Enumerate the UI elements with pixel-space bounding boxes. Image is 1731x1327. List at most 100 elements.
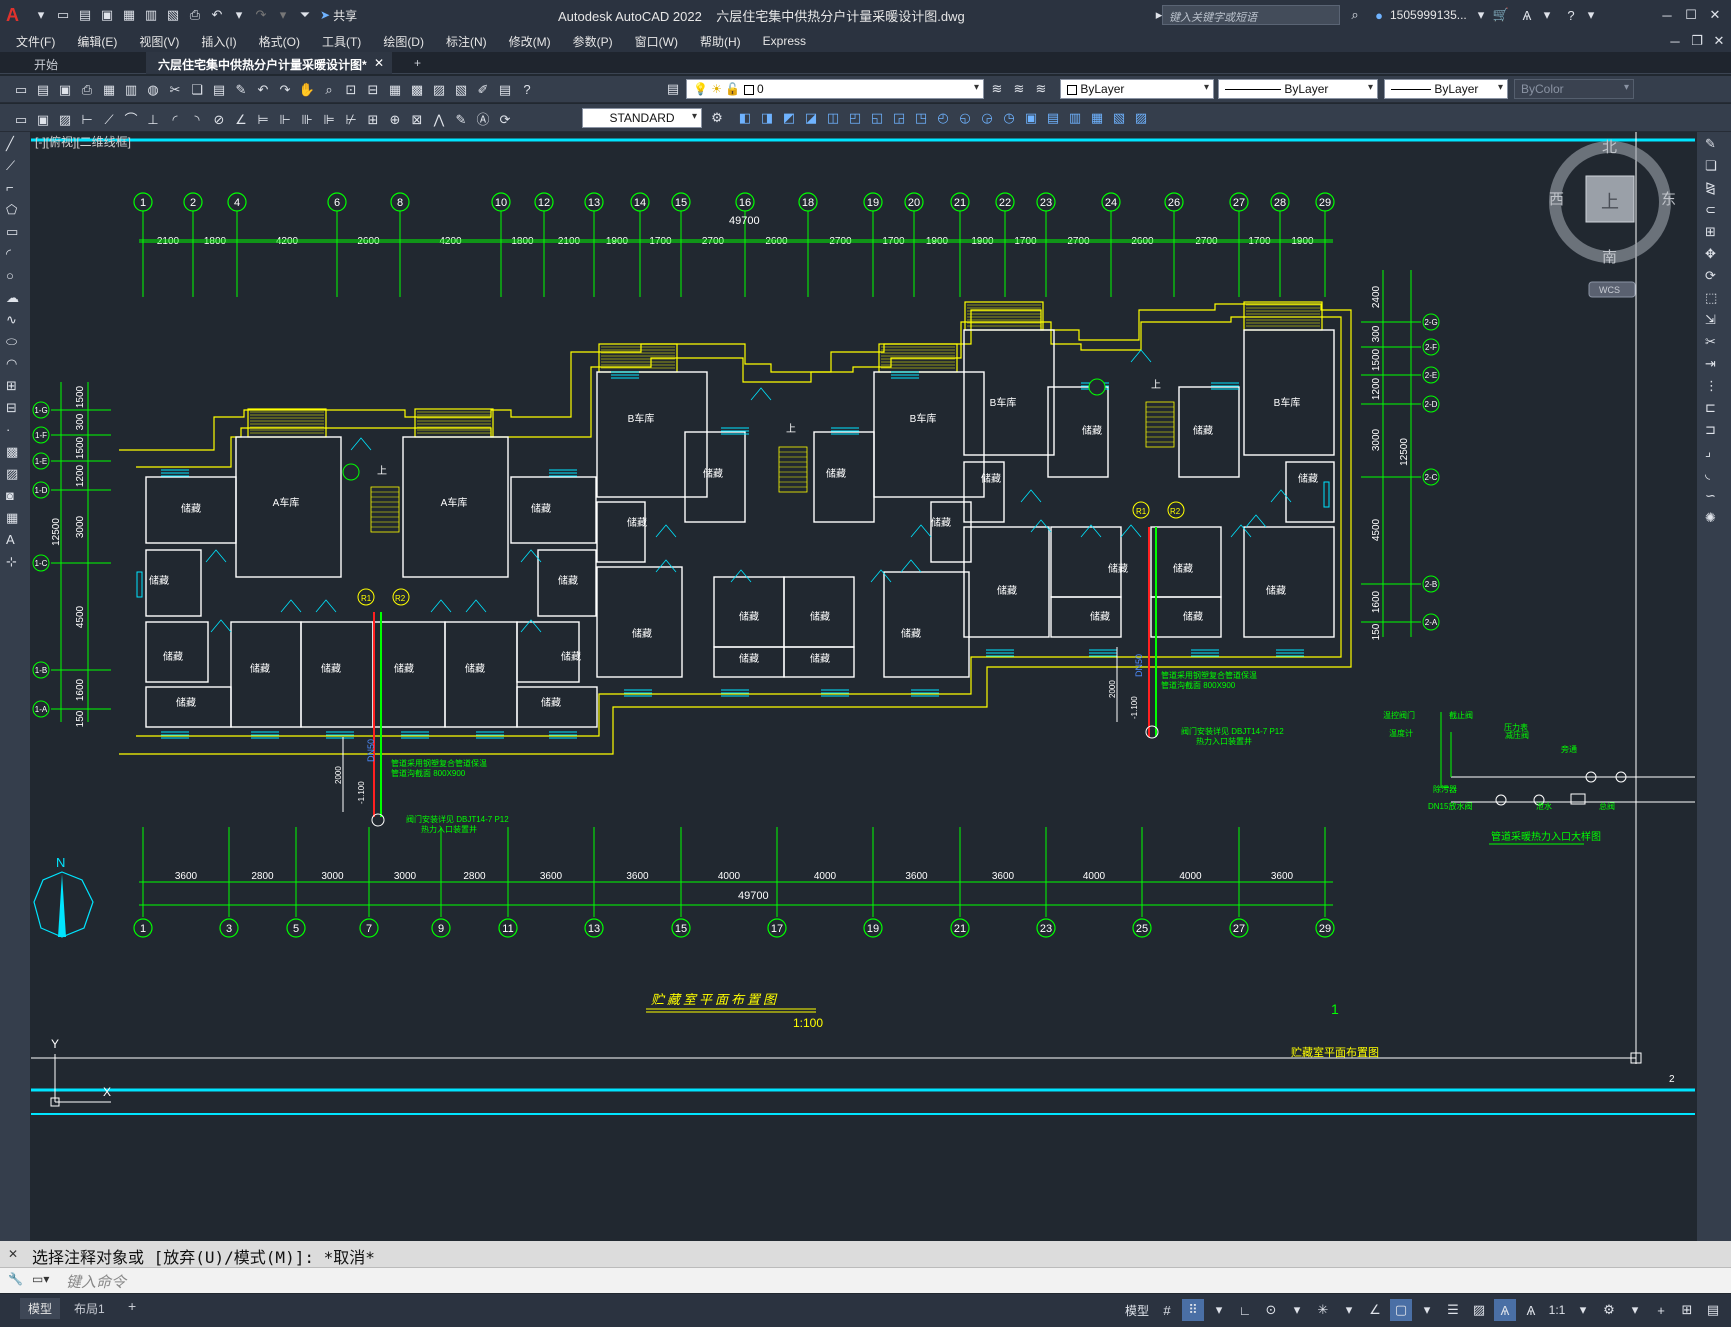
workspace-dropdown-icon[interactable]: ▾ (1631, 1302, 1639, 1317)
open-file-icon[interactable]: ▤ (36, 81, 50, 97)
viewcube-face[interactable] (1585, 175, 1635, 223)
modify-e-icon[interactable]: ◫ (826, 110, 840, 125)
snap-icon[interactable]: ⠿ (1182, 1299, 1204, 1321)
extend-icon[interactable]: ⇥ (1705, 356, 1716, 371)
inspect-icon[interactable]: ⊠ (411, 111, 423, 127)
command-input[interactable]: 键入命令 (66, 1271, 1666, 1291)
cart-icon[interactable]: 🛒 (1492, 7, 1510, 22)
lineweight-icon[interactable]: ☰ (1447, 1302, 1459, 1317)
plus-icon[interactable]: + (1657, 1302, 1665, 1318)
polar-icon[interactable]: ⊙ (1265, 1302, 1277, 1317)
circle-icon[interactable]: ○ (6, 268, 14, 283)
wrench-icon[interactable]: 🔧 (8, 1272, 23, 1286)
menu-draw[interactable]: 绘图(D) (383, 34, 424, 49)
matchprop-icon[interactable]: ✎ (235, 81, 247, 97)
sheetset-icon[interactable]: ▧ (454, 81, 468, 97)
ellipse-arc-icon[interactable]: ◠ (6, 356, 18, 371)
isodraft-dropdown-icon[interactable]: ▾ (1345, 1302, 1353, 1317)
dim-radius-icon[interactable]: ◜ (172, 111, 178, 127)
modify-a-icon[interactable]: ◧ (738, 110, 752, 125)
dim-linear-icon[interactable]: ⊢ (81, 111, 93, 127)
modify-f-icon[interactable]: ◰ (848, 110, 862, 125)
minimize-icon[interactable]: ─ (1662, 7, 1672, 23)
modify-m-icon[interactable]: ◷ (1003, 110, 1015, 125)
dimstyle-dropdown[interactable]: STANDARD ▾ (582, 108, 702, 128)
tb2-c-icon[interactable]: ▨ (58, 111, 72, 127)
command-close-icon[interactable]: ✕ (8, 1247, 19, 1261)
saveas-icon[interactable]: ▦ (122, 7, 136, 22)
modify-q-icon[interactable]: ▦ (1090, 110, 1104, 125)
menu-express[interactable]: Express (762, 34, 807, 48)
menu-dimension[interactable]: 标注(N) (445, 34, 487, 49)
save-file-icon[interactable]: ▣ (58, 81, 72, 97)
preview-icon[interactable]: ▦ (102, 81, 116, 97)
region-icon[interactable]: ◙ (6, 488, 14, 503)
designcenter-icon[interactable]: ▩ (410, 81, 424, 97)
calc-icon[interactable]: ▤ (498, 81, 512, 97)
modify-r-icon[interactable]: ▧ (1112, 110, 1126, 125)
viewcube-east[interactable]: 东 (1661, 191, 1676, 208)
make-block-icon[interactable]: ⊟ (6, 400, 17, 415)
undo-icon[interactable]: ↶ (211, 7, 223, 22)
print-icon[interactable]: ⎙ (81, 81, 93, 97)
workspace-gear-icon[interactable]: ⚙ (1603, 1302, 1615, 1317)
dim-continue-icon[interactable]: ⊪ (301, 111, 313, 127)
hatch-icon[interactable]: ▩ (6, 444, 19, 459)
app-menu-chevron-icon[interactable]: ▾ (37, 7, 45, 22)
search-input[interactable]: 键入关键字或短语 (1162, 5, 1340, 25)
move-icon[interactable]: ✥ (1705, 246, 1716, 261)
command-menu-icon[interactable]: ▭▾ (32, 1272, 50, 1286)
menu-insert[interactable]: 插入(I) (201, 34, 237, 49)
insert-block-icon[interactable]: ⊞ (6, 378, 17, 393)
layer-properties-icon[interactable]: ▤ (666, 81, 680, 96)
offset-icon[interactable]: ⊂ (1705, 202, 1716, 217)
paste-icon[interactable]: ▤ (212, 81, 226, 97)
copy-icon[interactable]: ❏ (191, 81, 203, 97)
osnap-dropdown-icon[interactable]: ▾ (1423, 1302, 1431, 1317)
user-dropdown-icon[interactable]: ▾ (1477, 7, 1485, 22)
layer-dropdown[interactable]: 💡 ☀ 🔓 0 ▾ (686, 79, 984, 99)
table-icon[interactable]: ▦ (6, 510, 19, 525)
ellipse-icon[interactable]: ⬭ (6, 334, 18, 349)
xline-icon[interactable]: ⟋ (6, 158, 16, 173)
modify-b-icon[interactable]: ◨ (760, 110, 774, 125)
app-logo-icon[interactable]: A (6, 5, 19, 25)
undo-dropdown-icon[interactable]: ▾ (235, 7, 243, 22)
fillet-icon[interactable]: ◟ (1705, 466, 1711, 481)
markup-icon[interactable]: ✐ (477, 81, 489, 97)
plotstyle-dropdown[interactable]: ByColor ▾ (1514, 79, 1634, 99)
stretch-icon[interactable]: ⇲ (1705, 312, 1716, 327)
modify-g-icon[interactable]: ◱ (870, 110, 884, 125)
dim-arc-icon[interactable]: ⌒ (124, 111, 138, 127)
viewcube-north[interactable]: 北 (1602, 139, 1617, 156)
qnew-icon[interactable]: ▭ (14, 81, 28, 97)
jogged-linear-icon[interactable]: ⋀ (433, 111, 445, 127)
modify-i-icon[interactable]: ◳ (914, 110, 928, 125)
break-point-icon[interactable]: ⋮ (1705, 378, 1718, 393)
autoscale-icon[interactable]: Ѧ (1526, 1302, 1536, 1318)
dim-baseline-icon[interactable]: ⊩ (279, 111, 291, 127)
menu-help[interactable]: 帮助(H) (699, 34, 741, 49)
viewcube-ring[interactable] (1549, 141, 1671, 263)
pline-icon[interactable]: ⌐ (6, 180, 14, 195)
linetype-dropdown[interactable]: ByLayer ▾ (1218, 79, 1378, 99)
plot-icon[interactable]: ⎙ (189, 7, 201, 22)
viewcube-west[interactable]: 西 (1549, 191, 1564, 208)
tb2-b-icon[interactable]: ▣ (36, 111, 50, 127)
customize-qat-icon[interactable]: ⏷ (299, 7, 311, 22)
viewcube-south[interactable]: 南 (1602, 249, 1617, 266)
dim-ordinate-icon[interactable]: ⊥ (147, 111, 159, 127)
point-icon[interactable]: · (6, 422, 11, 437)
menu-edit[interactable]: 编辑(E) (77, 34, 118, 49)
tab-start[interactable]: 开始 (22, 52, 142, 74)
annotation-scale-value[interactable]: 1:1 (1548, 1303, 1566, 1317)
dim-update-icon[interactable]: ⟳ (499, 111, 511, 127)
tb-help-icon[interactable]: ? (523, 81, 531, 97)
modify-p-icon[interactable]: ▥ (1068, 110, 1082, 125)
status-model-label[interactable]: 模型 (1124, 1303, 1149, 1318)
help-icon[interactable]: ? (1567, 7, 1575, 23)
gradient-icon[interactable]: ▨ (6, 466, 19, 481)
modify-k-icon[interactable]: ◵ (959, 110, 971, 125)
new-icon[interactable]: ▭ (56, 7, 70, 22)
